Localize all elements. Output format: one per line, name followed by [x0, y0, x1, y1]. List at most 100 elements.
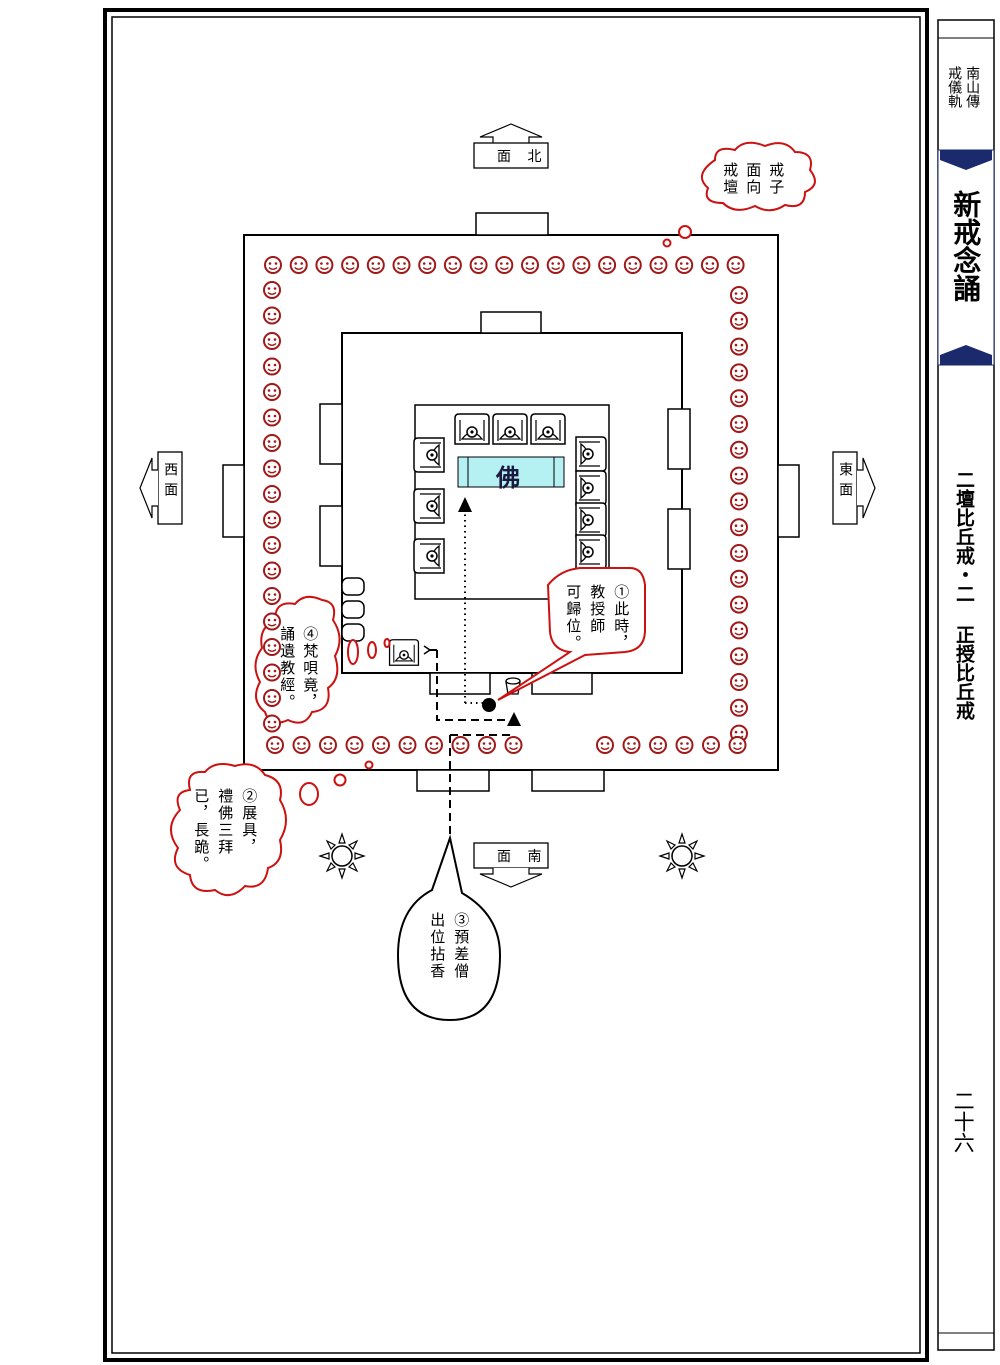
smiley-face-icon: [730, 389, 748, 408]
smiley-face-icon: [730, 415, 748, 433]
inner-step-east-2: [667, 508, 691, 570]
smiley-face-icon: [398, 736, 417, 754]
chair-icon: [413, 437, 445, 473]
smiley-face-icon: [263, 383, 281, 401]
smiley-face-icon: [451, 736, 470, 754]
east-label: 東面: [837, 462, 854, 502]
book-title-line2: 戒儀軌: [946, 66, 963, 108]
smiley-face-icon: [495, 256, 514, 274]
chair-icon: [575, 470, 607, 506]
smiley-face-icon: [392, 256, 411, 274]
smiley-face-icon: [504, 736, 523, 754]
sidebar-frame: [937, 19, 995, 1351]
note1-col2: 教授師: [588, 584, 607, 635]
smiley-face-icon: [469, 256, 488, 274]
smiley-face-icon: [649, 736, 667, 754]
chair-icon: [454, 413, 490, 445]
smiley-face-icon: [730, 673, 748, 691]
smiley-face-icon: [730, 337, 748, 356]
top-cloud-col1: 戒子: [767, 162, 786, 196]
smiley-face-icon: [315, 256, 334, 274]
sun-icon: [659, 833, 705, 879]
smiley-face-icon: [730, 466, 748, 485]
main-title: 新戒念誦: [949, 190, 983, 302]
top-cloud-bubble: [662, 141, 816, 248]
north-direction-sign: [473, 123, 549, 169]
smiley-face-icon: [292, 736, 311, 754]
smiley-face-icon: [702, 736, 720, 754]
smiley-face-icon: [649, 256, 668, 274]
smiley-face-icon: [730, 621, 748, 640]
smiley-face-icon: [623, 256, 642, 274]
chair-icon: [388, 639, 420, 666]
smiley-face-icon: [730, 544, 748, 562]
smiley-face-icon: [730, 363, 748, 382]
smiley-face-icon: [726, 256, 745, 274]
sun-icon: [319, 833, 365, 879]
smiley-face-icon: [730, 440, 748, 459]
smiley-face-icon: [263, 536, 281, 554]
buddha-label: 佛: [496, 463, 520, 492]
smiley-face-icon: [622, 736, 641, 754]
inner-step-east-1: [667, 408, 691, 470]
note1-col1: ①此時，: [612, 584, 631, 652]
smiley-face-icon: [730, 569, 748, 588]
note3-col1: ③預差僧: [452, 912, 471, 980]
note2-col3: 已，長跪。: [192, 788, 211, 873]
smiley-face-icon: [372, 736, 390, 754]
chair-icon: [575, 502, 607, 538]
smiley-face-icon: [425, 736, 443, 754]
smiley-face-icon: [730, 311, 748, 330]
chair-icon: [575, 534, 607, 570]
note4-col1: ④梵唄竟，: [301, 626, 320, 711]
smiley-face-icon: [263, 561, 281, 580]
note2-col1: ②展具，: [240, 788, 259, 856]
outer-step-east: [777, 464, 800, 538]
note2-bubble: [170, 760, 374, 897]
smiley-face-icon: [572, 256, 591, 274]
smiley-face-icon: [443, 256, 462, 274]
smiley-face-icon: [263, 510, 281, 529]
smiley-face-icon: [730, 595, 748, 614]
note3-bubble: [396, 834, 502, 1022]
smiley-face-icon: [289, 256, 308, 274]
smiley-face-icon: [546, 256, 565, 274]
page-frame-inner: [111, 16, 921, 1354]
smiley-face-icon: [263, 587, 281, 605]
smiley-face-icon: [700, 256, 719, 274]
smiley-face-icon: [266, 736, 284, 754]
smiley-face-icon: [730, 492, 748, 511]
outer-step-north: [475, 212, 549, 236]
outer-step-south-right: [531, 769, 605, 792]
inner-step-north: [480, 311, 542, 334]
chair-icon: [575, 436, 607, 472]
smiley-face-icon: [521, 256, 539, 274]
east-direction-sign: [832, 451, 876, 525]
note1-bubble: [497, 567, 646, 701]
outer-step-west: [222, 464, 245, 538]
smiley-face-icon: [263, 459, 281, 478]
smiley-face-icon: [596, 736, 614, 754]
note3-col2: 出位拈香: [428, 912, 447, 980]
west-direction-sign: [139, 451, 183, 525]
note2-col2: 禮佛三拜: [216, 788, 235, 856]
north-label: 面 北: [497, 149, 548, 165]
smiley-face-icon: [730, 286, 748, 304]
outer-step-south-left: [416, 769, 490, 792]
smiley-face-icon: [341, 256, 360, 274]
smiley-face-icon: [263, 714, 281, 733]
cushion-seats: [341, 577, 365, 642]
inner-step-west-2: [319, 505, 343, 567]
note1-col3: 可歸位。: [564, 584, 583, 652]
smiley-face-icon: [730, 518, 748, 537]
chair-icon: [413, 538, 445, 574]
smiley-face-icon: [263, 408, 281, 427]
smiley-face-icon: [263, 281, 281, 299]
smiley-face-icon: [675, 256, 694, 274]
top-cloud-col3: 戒壇: [721, 162, 740, 196]
book-title-line1: 南山傳: [964, 66, 981, 108]
buddha-altar: [457, 456, 565, 488]
smiley-face-icon: [598, 256, 617, 274]
smiley-face-icon: [263, 306, 281, 325]
